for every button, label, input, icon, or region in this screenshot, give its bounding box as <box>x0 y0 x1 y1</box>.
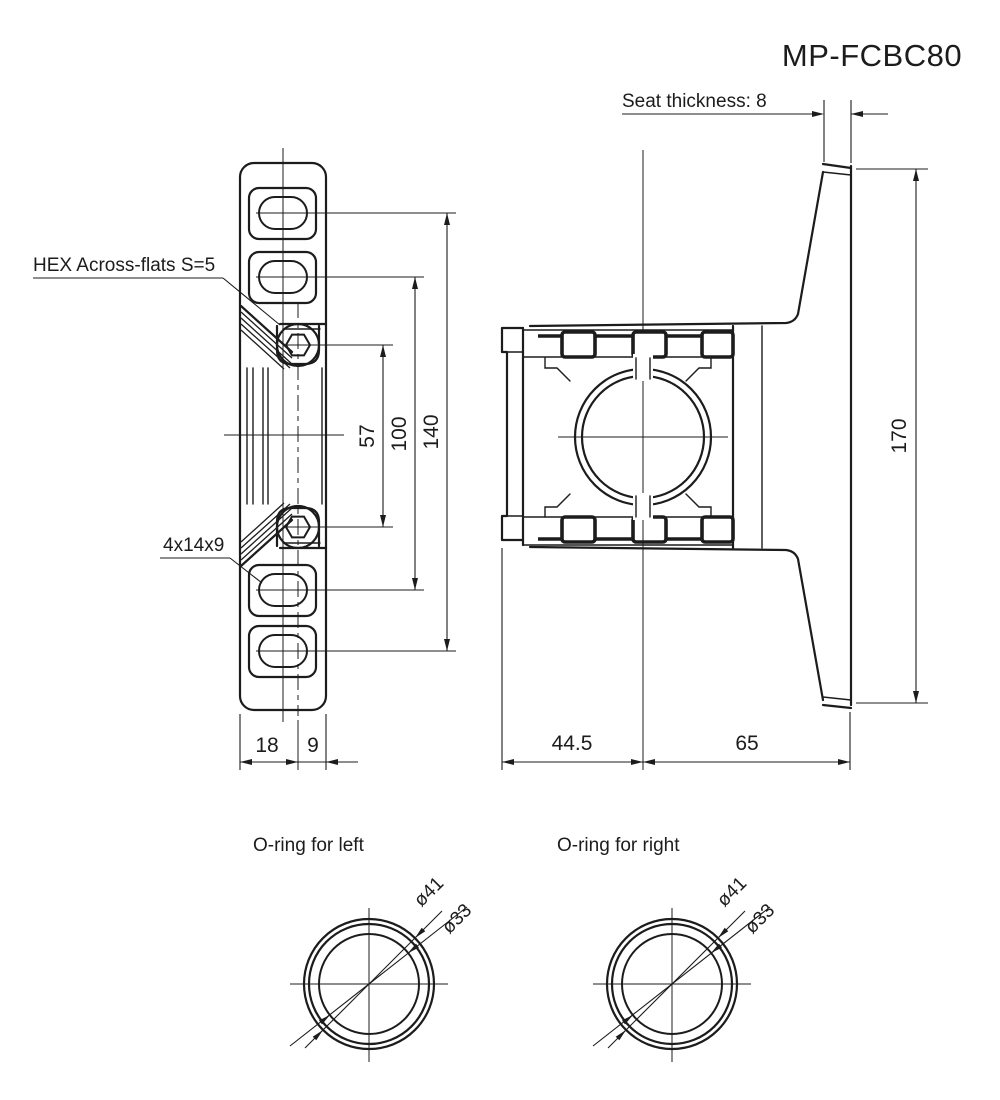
dim-170-value: 170 <box>888 418 911 453</box>
front-view-screws <box>275 322 321 550</box>
page-title: MP-FCBC80 <box>782 38 962 73</box>
side-view-centerlines <box>558 150 728 770</box>
dim-44-5-65: 44.5 65 <box>501 548 851 770</box>
dim-65-value: 65 <box>735 732 758 755</box>
seat-thickness-label: Seat thickness: 8 <box>622 91 767 112</box>
dim-57: 57 <box>322 344 392 528</box>
dim-57-value: 57 <box>356 424 379 447</box>
dim-170: 170 <box>856 168 928 704</box>
oring-right-dia-inner: ø33 <box>741 900 779 938</box>
front-view-outline <box>238 161 328 712</box>
dim-140: 140 <box>420 213 450 651</box>
side-view-clamp-body <box>522 324 735 550</box>
dim-18-9: 18 9 <box>239 714 358 770</box>
oring-right-dims: ø41 ø33 <box>592 873 779 1049</box>
front-view-chamfer-hatching <box>239 304 294 568</box>
oring-left-view: O-ring for left ø41 ø33 <box>253 835 476 1062</box>
dim-18-value: 18 <box>255 734 278 757</box>
dim-140-value: 140 <box>420 414 443 449</box>
dim-9-value: 9 <box>307 734 319 757</box>
side-view: Seat thickness: 8 170 4 <box>500 91 928 770</box>
hex-note-label: HEX Across-flats S=5 <box>33 255 215 276</box>
slot-note-label: 4x14x9 <box>163 535 224 556</box>
slot-note: 4x14x9 <box>160 535 263 584</box>
oring-left-dia-outer: ø41 <box>410 873 448 911</box>
seat-thickness-note: Seat thickness: 8 <box>622 91 888 163</box>
side-view-left-strip <box>500 326 525 547</box>
front-view: HEX Across-flats S=5 4x14x9 57 100 <box>33 148 456 770</box>
dim-44-5-value: 44.5 <box>552 732 593 755</box>
oring-right-label: O-ring for right <box>557 835 680 856</box>
oring-right-view: O-ring for right ø41 ø33 <box>557 835 779 1062</box>
oring-left-dims: ø41 ø33 <box>289 873 476 1049</box>
dim-100-value: 100 <box>388 416 411 451</box>
oring-left-dia-inner: ø33 <box>438 900 476 938</box>
dim-100: 100 <box>388 277 418 590</box>
oring-left-label: O-ring for left <box>253 835 365 856</box>
oring-right-dia-outer: ø41 <box>713 873 751 911</box>
hex-note: HEX Across-flats S=5 <box>33 255 281 326</box>
side-view-seat-plate <box>528 162 853 710</box>
